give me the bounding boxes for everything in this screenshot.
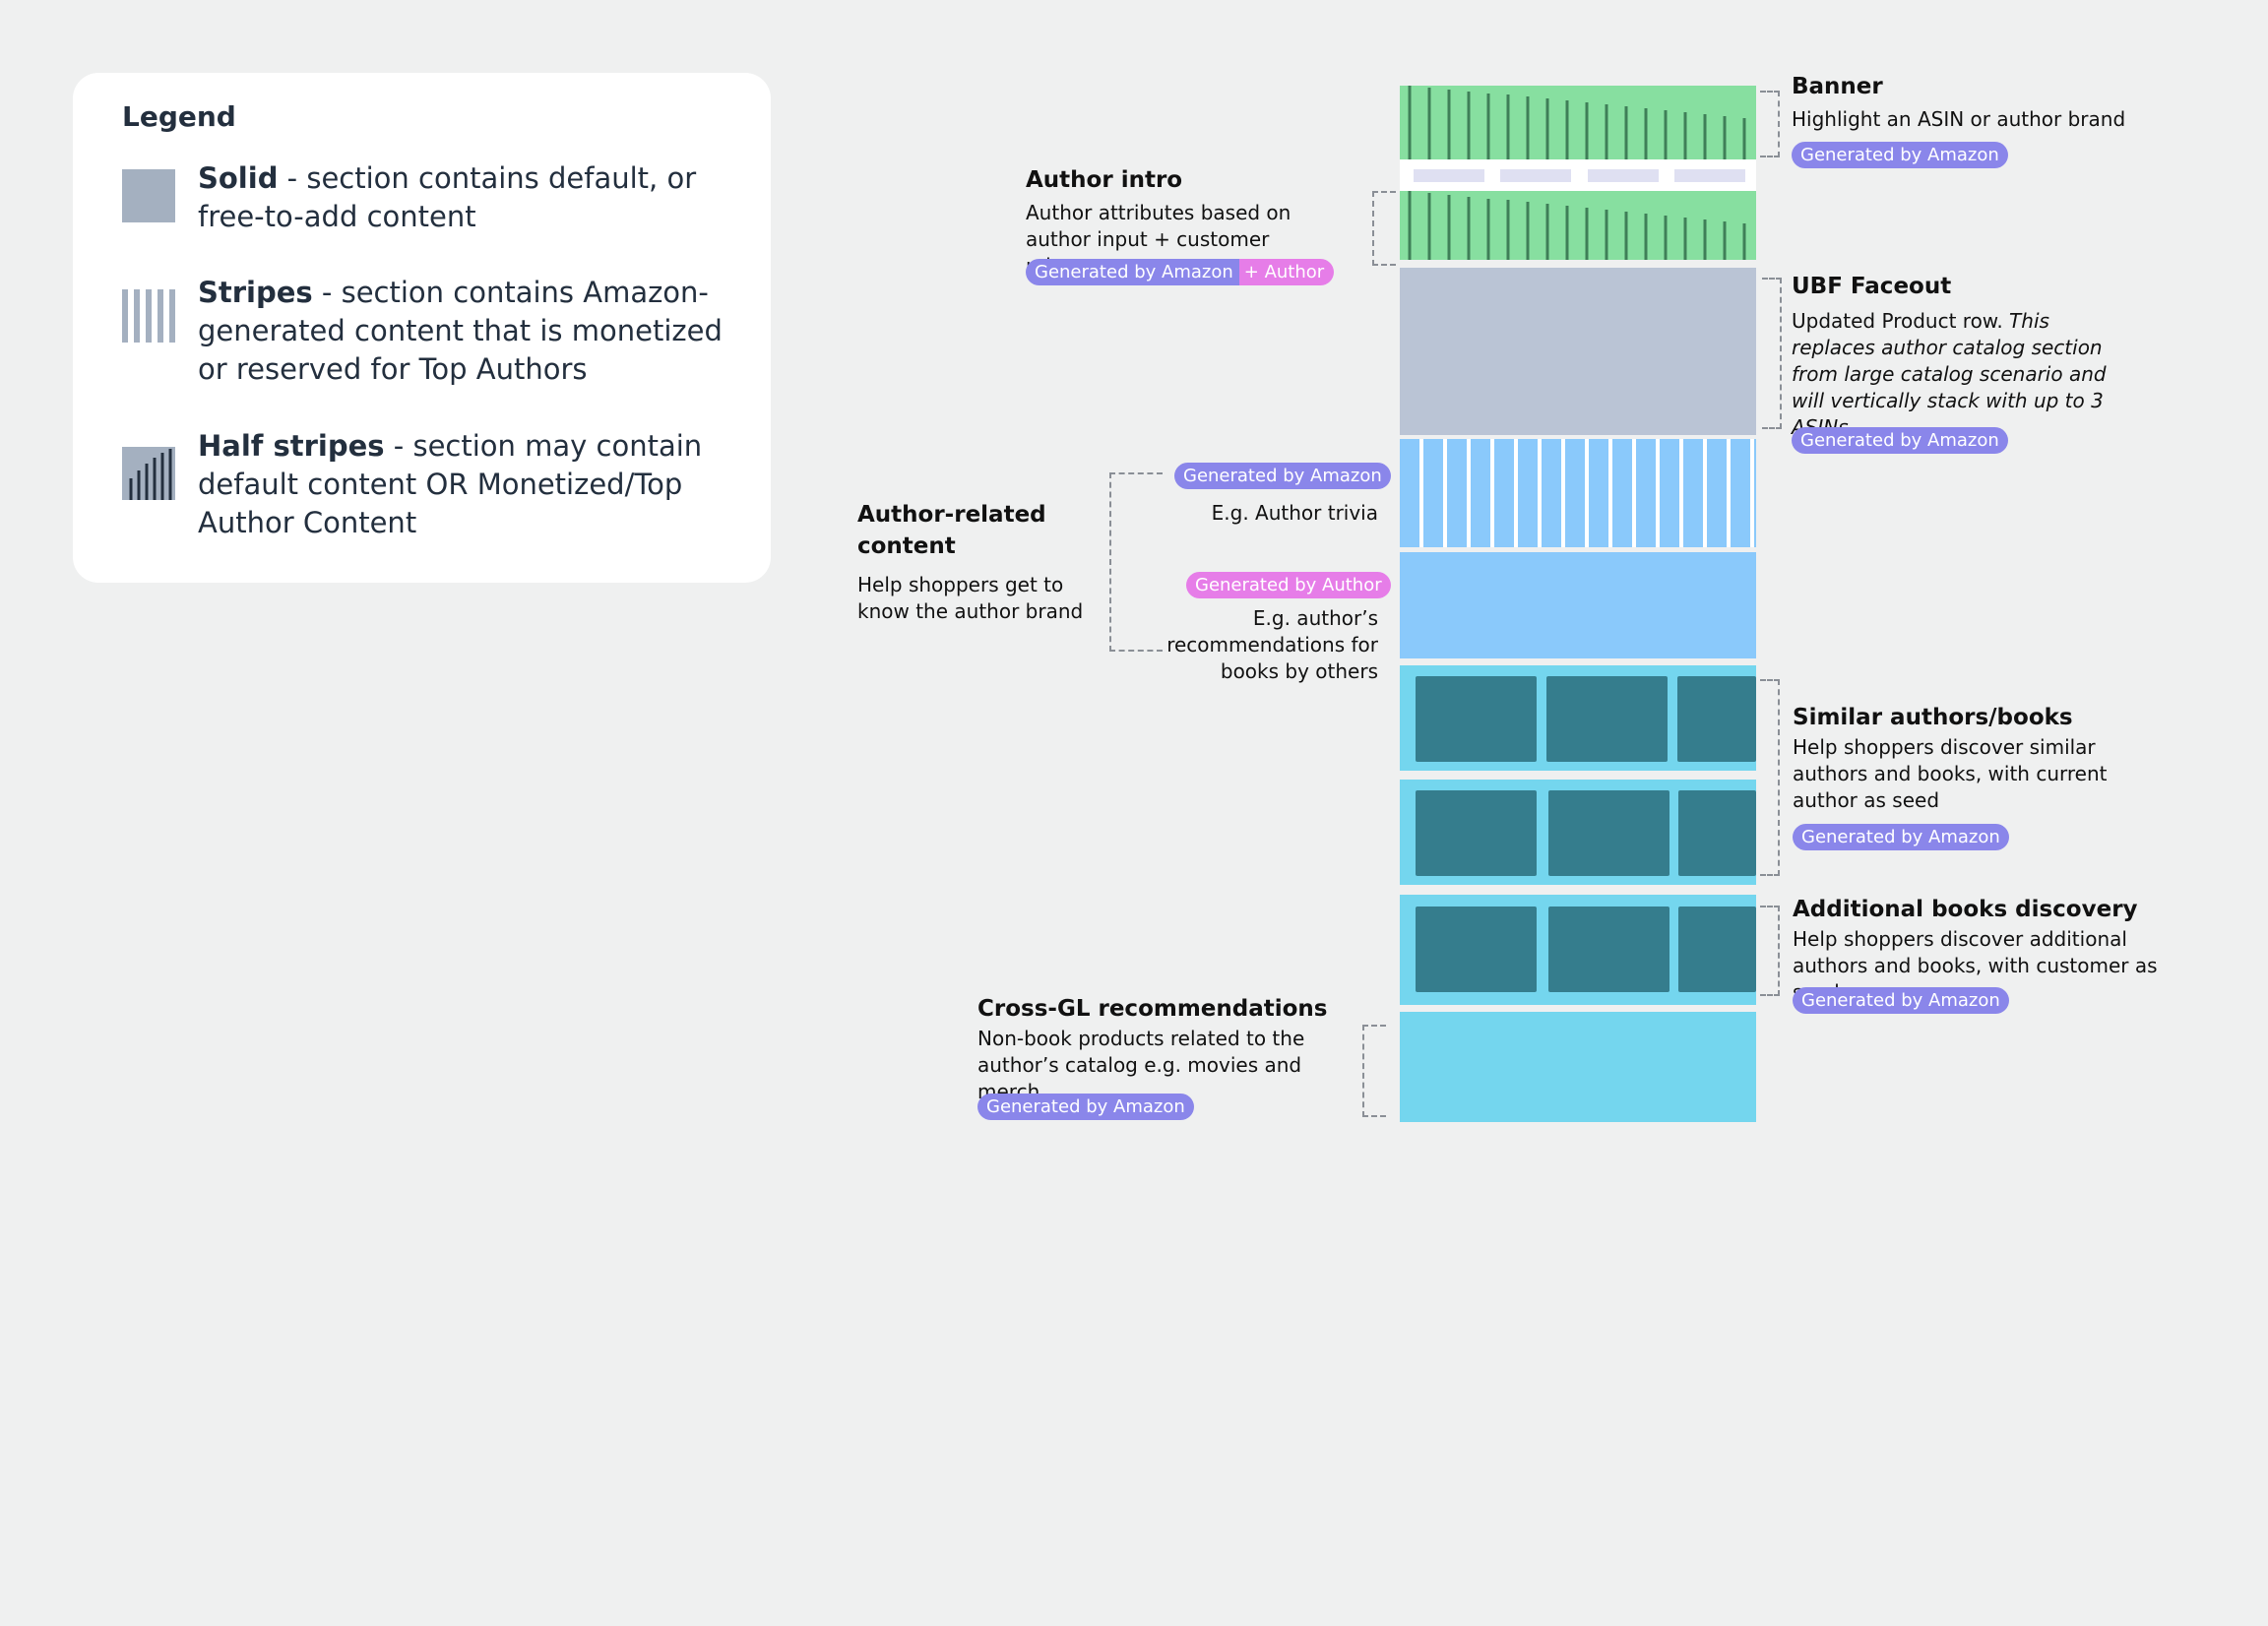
product-card [1546,676,1668,762]
nav-tab-placeholder [1674,169,1745,182]
similar-desc: Help shoppers discover similar authors a… [1793,735,2108,812]
additional-bracket [1760,906,1780,996]
banner-desc: Highlight an ASIN or author brand [1792,107,2126,131]
generated-by-amazon-badge: Generated by Amazon [977,1094,1194,1120]
banner-bracket [1760,91,1780,157]
author-related-desc: Help shoppers get to know the author bra… [857,573,1084,623]
amazon-badge-part: Generated by Amazon [1026,259,1239,285]
generated-by-amazon-badge: Generated by Amazon [1793,987,2009,1014]
author-trivia-panel [1400,439,1756,547]
crossgl-title: Cross-GL recommendations [977,996,1328,1022]
author-intro-bracket [1372,191,1396,266]
solid-swatch [122,169,175,222]
author-badge-part: + Author [1238,259,1335,285]
similar-books-row [1400,780,1756,885]
similar-bracket [1760,679,1780,876]
additional-title: Additional books discovery [1793,897,2138,922]
product-card [1416,676,1537,762]
half-stripes-swatch [122,447,175,500]
author-recommendations-panel [1400,552,1756,658]
legend-title: Legend [122,100,236,133]
legend-item-solid: Solid - section contains default, or fre… [198,161,697,233]
ubf-desc: Updated Product row. This replaces autho… [1792,309,2107,439]
banner-title: Banner [1792,74,1883,99]
generated-by-amazon-badge: Generated by Amazon [1793,824,2009,850]
nav-strip [1400,159,1756,191]
product-card [1548,790,1670,876]
product-card [1678,907,1756,992]
legend-item-half-stripes: Half stripes - section may contain defau… [198,429,703,539]
author-trivia-label: E.g. Author trivia [1211,501,1378,525]
ubf-faceout-panel [1400,268,1756,435]
product-card [1416,907,1537,992]
nav-tab-placeholder [1588,169,1659,182]
legend-item-stripes: Stripes - section contains Amazon-genera… [198,276,723,386]
author-intro-panel [1400,191,1756,260]
generated-by-amazon-badge: Generated by Amazon [1792,142,2008,168]
product-card [1416,790,1537,876]
product-card [1678,790,1756,876]
generated-by-amazon-badge: Generated by Amazon [1174,463,1391,489]
author-related-title: Author-related content [857,502,1046,559]
banner-panel [1400,86,1756,159]
nav-tab-placeholder [1414,169,1484,182]
crossgl-bracket [1362,1025,1386,1117]
similar-authors-row [1400,665,1756,771]
author-recommendations-label: E.g. author’s recommendations for books … [1166,606,1378,683]
generated-by-author-badge: Generated by Author [1186,572,1391,598]
cross-gl-panel [1400,1012,1756,1122]
legend-card: Legend Solid - section contains default,… [73,73,771,583]
generated-by-amazon-badge: Generated by Amazon [1792,427,2008,454]
product-card [1677,676,1756,762]
author-related-bracket [1109,472,1163,652]
amazon-author-badge: Generated by Amazon+ Author [1026,259,1335,285]
ubf-bracket [1762,278,1782,429]
product-card [1548,907,1670,992]
additional-desc: Help shoppers discover additional author… [1793,927,2158,1004]
author-intro-desc: Author attributes based on author input … [1026,201,1292,278]
stripes-swatch [122,289,175,343]
crossgl-desc: Non-book products related to the author’… [977,1027,1305,1103]
similar-title: Similar authors/books [1793,705,2073,730]
additional-books-row [1400,895,1756,1005]
author-intro-title: Author intro [1026,167,1183,193]
nav-tab-placeholder [1500,169,1571,182]
ubf-title: UBF Faceout [1792,274,1952,299]
